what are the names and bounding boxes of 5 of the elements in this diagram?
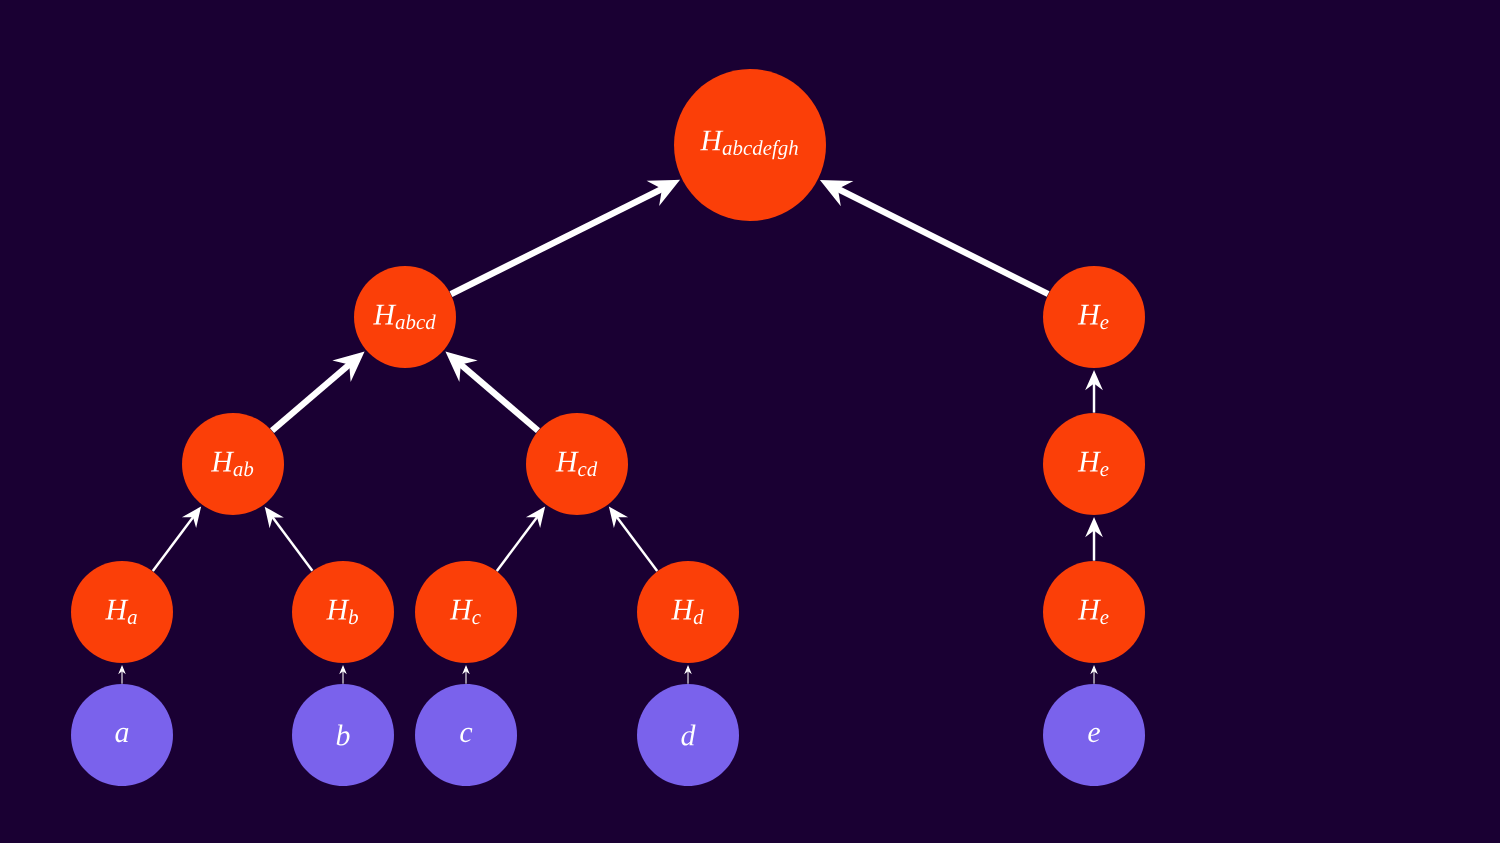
arrow [1090, 665, 1098, 685]
arrow [462, 665, 470, 685]
arrow [684, 665, 692, 685]
arrow [339, 665, 347, 685]
arrow [118, 665, 126, 685]
